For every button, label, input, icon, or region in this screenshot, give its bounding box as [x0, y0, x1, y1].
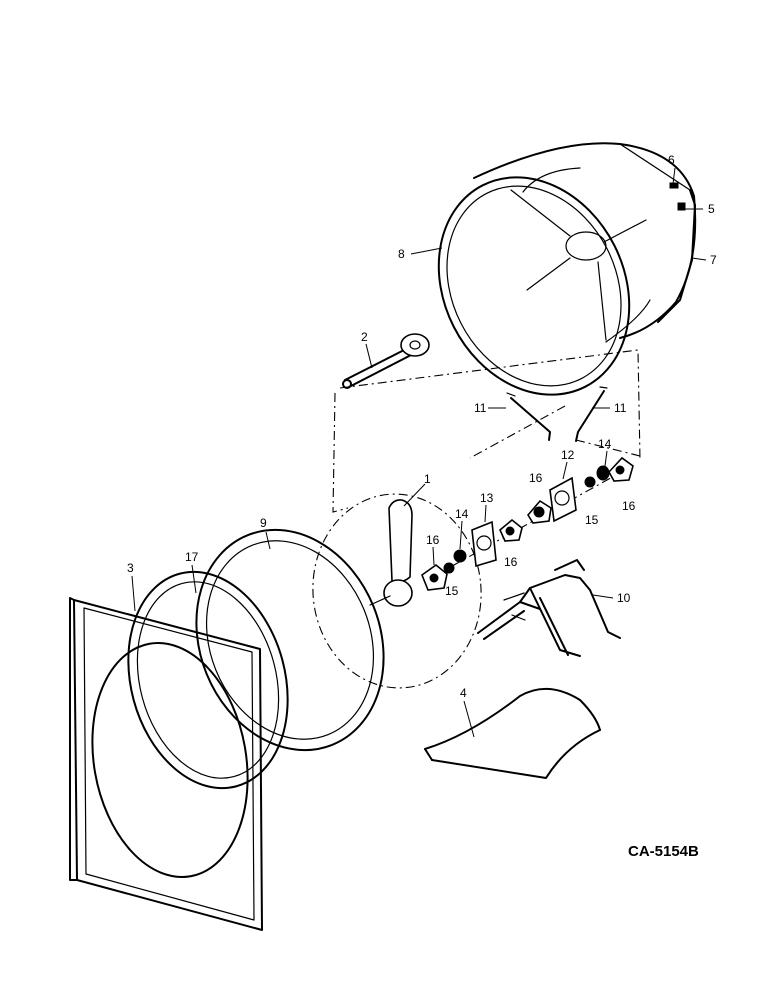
callout-13: 13	[480, 491, 494, 505]
callouts: 6 5 7 8 2 11 11 12 14 16 16 15 1 13 14 1…	[127, 153, 717, 700]
drawing-code: CA-5154B	[628, 843, 699, 860]
callout-8: 8	[398, 247, 405, 261]
paddle-assembly	[369, 499, 413, 607]
callout-14-left: 14	[455, 507, 469, 521]
part-6-bolt	[669, 182, 679, 189]
ring-17	[127, 570, 289, 790]
callout-9: 9	[260, 516, 267, 530]
part-5-nut	[677, 202, 686, 211]
support-bracket	[477, 559, 621, 657]
callout-14-right: 14	[598, 437, 612, 451]
callout-16-a: 16	[529, 471, 543, 485]
callout-17: 17	[185, 550, 199, 564]
callout-15-right: 15	[585, 513, 599, 527]
callout-11-left: 11	[474, 401, 487, 415]
callout-1: 1	[424, 472, 431, 486]
callout-2: 2	[361, 330, 368, 344]
callout-10: 10	[617, 591, 631, 605]
square-frame	[69, 597, 263, 931]
callout-6: 6	[668, 153, 675, 167]
callout-5: 5	[708, 202, 715, 216]
callout-15-left: 15	[445, 584, 459, 598]
bearings-and-plates	[421, 456, 634, 591]
callout-11-right: 11	[614, 401, 627, 415]
assembly-phantom-lines	[312, 349, 641, 689]
callout-12: 12	[561, 448, 575, 462]
callout-16-d: 16	[504, 555, 518, 569]
callout-7: 7	[710, 253, 717, 267]
gasket-ring-9	[195, 528, 385, 752]
drum-housing	[437, 142, 697, 396]
callout-4: 4	[460, 686, 467, 700]
callout-16-b: 16	[622, 499, 636, 513]
curved-shield	[424, 687, 601, 779]
callout-16-c: 16	[426, 533, 440, 547]
leader-lines	[131, 167, 707, 738]
arm-pair	[506, 386, 608, 442]
callout-3: 3	[127, 561, 134, 575]
shaft	[342, 333, 430, 389]
